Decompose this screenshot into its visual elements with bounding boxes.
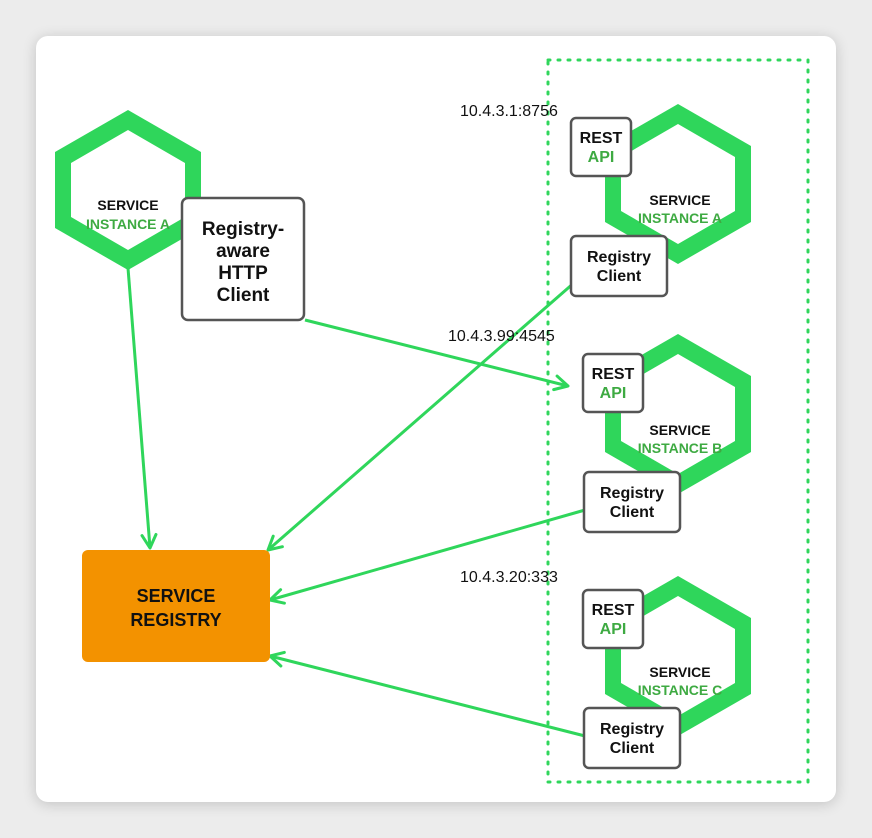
instance-c-rest-label: REST (592, 602, 635, 619)
instance-c-service-line2: INSTANCE C (638, 682, 723, 698)
instance-c: 10.4.3.20:333 SERVICE INSTANCE C REST AP… (460, 569, 751, 770)
instance-a-rest-label: REST (580, 130, 623, 147)
instance-b-rest-label: REST (592, 366, 635, 383)
left-service-label-line1: SERVICE (97, 197, 158, 213)
instance-c-registry-client-box (582, 706, 682, 770)
instance-b-registry-client-box (582, 470, 682, 534)
http-client-line2: aware (216, 241, 270, 262)
instance-a-service-line2: INSTANCE A (638, 210, 722, 226)
instance-b-registry-client-line1: Registry (600, 485, 664, 502)
instance-b: 10.4.3.99:4545 SERVICE INSTANCE B REST A… (448, 328, 751, 534)
left-service-hexagon-inner (71, 130, 185, 250)
instance-c-address: 10.4.3.20:333 (460, 569, 558, 586)
instance-a-service-line1: SERVICE (649, 192, 710, 208)
instance-c-rest-api-box (581, 588, 645, 650)
service-registry-line1: SERVICE (137, 586, 216, 606)
instance-c-hexagon-inner (621, 596, 735, 716)
instance-b-rest-api-box (581, 352, 645, 414)
http-client-line1: Registry- (202, 219, 284, 240)
instance-c-service-line1: SERVICE (649, 664, 710, 680)
instance-b-address: 10.4.3.99:4545 (448, 328, 555, 345)
instance-b-hexagon-inner (621, 354, 735, 474)
instance-c-registry-client-line1: Registry (600, 721, 664, 738)
instance-a-registry-client-box (569, 234, 669, 298)
http-client-line3: HTTP (218, 263, 268, 284)
service-registry-box: SERVICE REGISTRY (82, 550, 270, 662)
http-client-line4: Client (217, 285, 270, 306)
instance-c-api-label: API (600, 621, 627, 638)
arrow-http-client-to-instance-b (304, 318, 570, 392)
instances-boundary (546, 58, 810, 784)
instance-a-registry-client-line1: Registry (587, 249, 651, 266)
instance-a-rest-api-box (569, 116, 633, 178)
instance-b-service-line1: SERVICE (649, 422, 710, 438)
instance-a-hexagon-inner (621, 124, 735, 244)
left-service-label-line2: INSTANCE A (86, 216, 170, 232)
instance-a: 10.4.3.1:8756 SERVICE INSTANCE A REST AP… (460, 103, 751, 298)
instance-b-api-label: API (600, 385, 627, 402)
instance-a-api-label: API (588, 149, 615, 166)
instance-a-address: 10.4.3.1:8756 (460, 103, 558, 120)
arrow-registry-client-b-to-registry (268, 508, 586, 605)
arrow-service-a-to-registry (126, 267, 158, 550)
http-client-box: Registry- aware HTTP Client (180, 196, 306, 322)
service-registry-line2: REGISTRY (130, 610, 221, 630)
instance-b-service-line2: INSTANCE B (638, 440, 723, 456)
instance-c-registry-client-line2: Client (610, 740, 655, 757)
instance-a-registry-client-line2: Client (597, 268, 642, 285)
arrow-registry-client-a-to-registry (266, 280, 576, 552)
left-service-instance: SERVICE INSTANCE A (55, 110, 201, 270)
instance-b-registry-client-line2: Client (610, 504, 655, 521)
arrow-registry-client-c-to-registry (268, 650, 586, 738)
